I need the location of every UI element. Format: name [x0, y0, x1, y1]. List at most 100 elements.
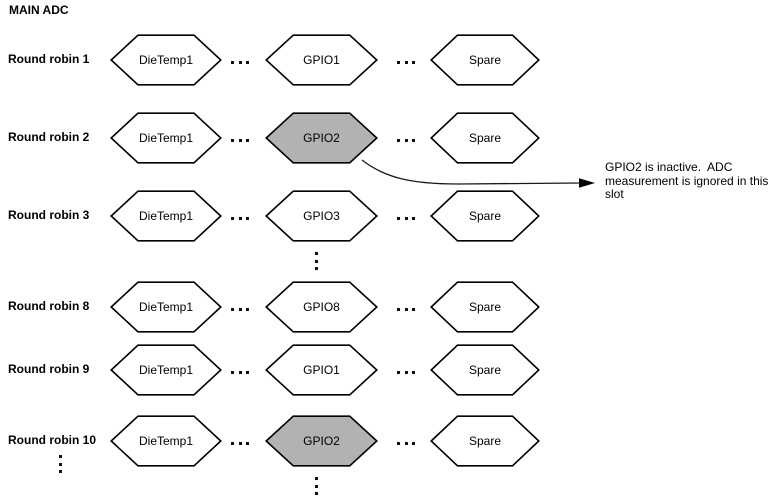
- hexagon-outline: [430, 112, 540, 164]
- ellipsis-horizontal: [231, 138, 249, 142]
- dot: [412, 60, 415, 64]
- row-label: Round robin 10: [8, 433, 96, 447]
- hexagon-outline: [110, 112, 222, 164]
- ellipsis-vertical: [314, 477, 318, 495]
- slot-dietemp1: DieTemp1: [110, 344, 222, 396]
- hexagon-shape: [430, 281, 540, 333]
- dot: [238, 441, 242, 445]
- dot: [238, 60, 242, 64]
- hexagon-outline: [265, 112, 378, 164]
- slot-dietemp1: DieTemp1: [110, 112, 222, 164]
- dot: [412, 216, 415, 220]
- dot: [314, 484, 318, 488]
- dot: [238, 138, 242, 142]
- arrowhead-icon: [579, 178, 595, 188]
- slot-spare: Spare: [430, 415, 540, 467]
- row-label: Round robin 8: [8, 299, 90, 313]
- hexagon-outline: [265, 281, 378, 333]
- dot: [231, 216, 234, 220]
- hexagon-outline: [110, 34, 222, 86]
- ellipsis-horizontal: [397, 216, 415, 220]
- ellipsis-horizontal: [397, 441, 415, 445]
- dot: [246, 370, 249, 374]
- dot: [412, 138, 415, 142]
- dot: [314, 492, 318, 495]
- hexagon-outline: [430, 281, 540, 333]
- slot-spare: Spare: [430, 281, 540, 333]
- slot-gpio2: GPIO2: [265, 415, 378, 467]
- slot-spare: Spare: [430, 344, 540, 396]
- dot: [404, 216, 408, 220]
- row-label: Round robin 2: [8, 130, 90, 144]
- hexagon-shape: [430, 112, 540, 164]
- ellipsis-vertical: [58, 455, 62, 473]
- dot: [238, 370, 242, 374]
- hexagon-shape: [430, 34, 540, 86]
- ellipsis-horizontal: [397, 370, 415, 374]
- dot: [404, 370, 408, 374]
- dot: [412, 370, 415, 374]
- hexagon-shape: [265, 112, 378, 164]
- ellipsis-horizontal: [397, 138, 415, 142]
- hexagon-shape: [265, 415, 378, 467]
- hexagon-outline: [265, 344, 378, 396]
- slot-gpio8: GPIO8: [265, 281, 378, 333]
- dot: [397, 60, 400, 64]
- dot: [314, 259, 318, 263]
- dot: [246, 441, 249, 445]
- slot-gpio1: GPIO1: [265, 344, 378, 396]
- dot: [397, 441, 400, 445]
- dot: [231, 307, 234, 311]
- hexagon-outline: [430, 34, 540, 86]
- dot: [412, 307, 415, 311]
- annotation-line: slot: [605, 187, 624, 201]
- annotation-line: measurement is ignored in this: [605, 173, 769, 188]
- hexagon-outline: [110, 344, 222, 396]
- slot-dietemp1: DieTemp1: [110, 281, 222, 333]
- hexagon-shape: [430, 190, 540, 242]
- dot: [246, 60, 249, 64]
- hexagon-shape: [110, 281, 222, 333]
- dot: [58, 470, 62, 473]
- hexagon-shape: [110, 190, 222, 242]
- slot-spare: Spare: [430, 190, 540, 242]
- dot: [231, 370, 234, 374]
- dot: [314, 252, 318, 255]
- slot-dietemp1: DieTemp1: [110, 190, 222, 242]
- hexagon-outline: [110, 281, 222, 333]
- hexagon-shape: [110, 415, 222, 467]
- dot: [397, 307, 400, 311]
- hexagon-shape: [430, 344, 540, 396]
- dot: [397, 370, 400, 374]
- dot: [404, 60, 408, 64]
- slot-gpio3: GPIO3: [265, 190, 378, 242]
- row-label: Round robin 1: [8, 52, 90, 66]
- hexagon-outline: [110, 415, 222, 467]
- hexagon-outline: [265, 415, 378, 467]
- hexagon-outline: [265, 190, 378, 242]
- diagram-title: MAIN ADC: [9, 3, 69, 17]
- hexagon-outline: [110, 190, 222, 242]
- hexagon-outline: [265, 34, 378, 86]
- slot-dietemp1: DieTemp1: [110, 34, 222, 86]
- slot-spare: Spare: [430, 34, 540, 86]
- dot: [246, 216, 249, 220]
- dot: [397, 216, 400, 220]
- dot: [238, 216, 242, 220]
- dot: [412, 441, 415, 445]
- slot-dietemp1: DieTemp1: [110, 415, 222, 467]
- dot: [314, 267, 318, 270]
- dot: [397, 138, 400, 142]
- dot: [231, 138, 234, 142]
- ellipsis-vertical: [314, 252, 318, 270]
- hexagon-shape: [265, 281, 378, 333]
- slot-gpio2: GPIO2: [265, 112, 378, 164]
- hexagon-shape: [430, 415, 540, 467]
- slot-spare: Spare: [430, 112, 540, 164]
- annotation-line: GPIO2 is inactive. ADC: [605, 160, 733, 174]
- hexagon-shape: [110, 34, 222, 86]
- dot: [404, 138, 408, 142]
- ellipsis-horizontal: [231, 441, 249, 445]
